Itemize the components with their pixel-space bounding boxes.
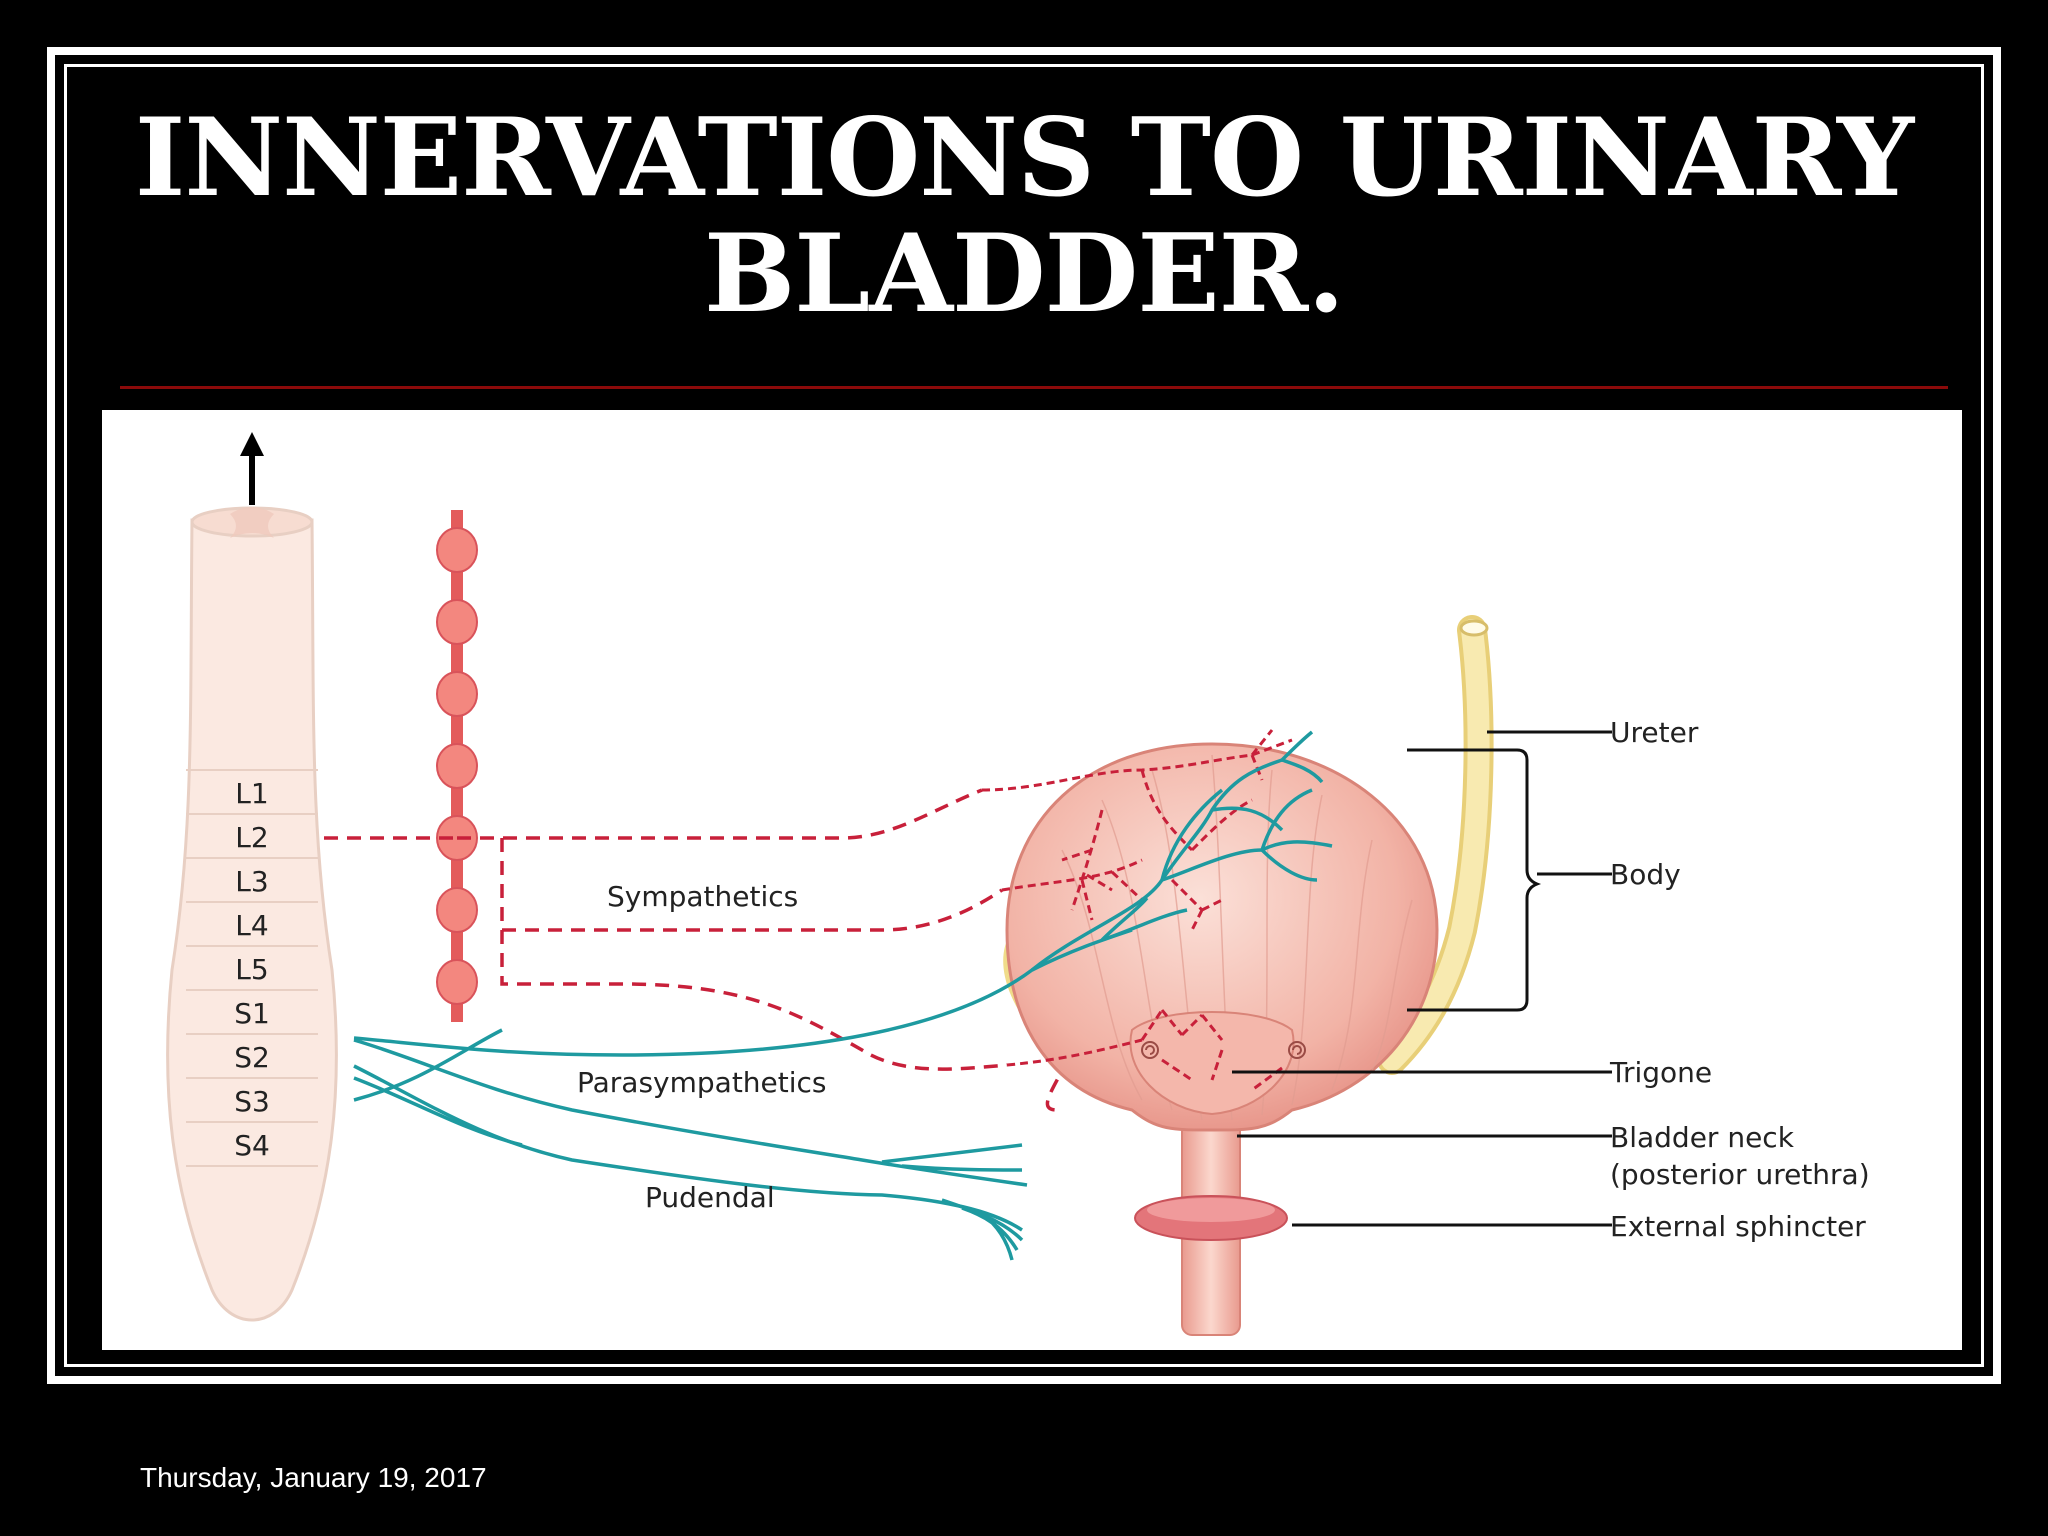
title-line-1: INNERVATIONS TO URINARY	[134, 95, 1914, 221]
ureteric-orifice-icon	[1141, 1041, 1306, 1059]
slide-frame-inner	[64, 64, 1984, 1367]
segment-label-l2: L2	[235, 821, 268, 854]
segment-label-s1: S1	[234, 997, 270, 1030]
sympathetic-bladder-branches	[981, 729, 1293, 1092]
parasympathetics-label: Parasympathetics	[577, 1066, 827, 1099]
segment-label-l4: L4	[235, 909, 268, 942]
parasympathetic-nerves	[353, 730, 1333, 1261]
spinal-cord	[166, 506, 338, 1322]
slide-frame-outer	[47, 47, 2001, 1384]
slide-title: INNERVATIONS TO URINARY BLADDER.	[100, 100, 1948, 332]
sympathetic-ganglion	[436, 671, 478, 717]
sympathetic-ganglion	[436, 959, 478, 1005]
ureter-label: Ureter	[1610, 716, 1699, 749]
up-arrow-icon	[240, 432, 264, 505]
title-line-2: BLADDER.	[704, 211, 1345, 337]
bladder	[1005, 742, 1439, 1132]
pudendal-label: Pudendal	[645, 1181, 775, 1214]
trigone-label: Trigone	[1609, 1056, 1712, 1089]
spinal-segment-dividers	[186, 769, 318, 1167]
segment-label-s3: S3	[234, 1085, 270, 1118]
body-label: Body	[1610, 858, 1681, 891]
leader-lines	[1232, 730, 1612, 1227]
segment-label-s2: S2	[234, 1041, 270, 1074]
segment-label-l1: L1	[235, 777, 268, 810]
sympathetic-ganglion	[436, 527, 478, 573]
slide-date: Thursday, January 19, 2017	[140, 1462, 487, 1493]
title-divider	[120, 386, 1948, 389]
sympathetic-ganglion	[436, 743, 478, 789]
sympathetic-chain	[436, 510, 478, 1022]
external-sphincter-label: External sphincter	[1610, 1210, 1866, 1243]
trigone-region	[1129, 1011, 1295, 1116]
sympathetic-ganglion	[436, 887, 478, 933]
segment-label-s4: S4	[234, 1129, 270, 1162]
sympathetic-ganglion	[436, 599, 478, 645]
segment-label-l3: L3	[235, 865, 268, 898]
body-bracket	[1407, 748, 1542, 1012]
sympathetics-label: Sympathetics	[607, 880, 798, 913]
bladder-neck-label: Bladder neck	[1610, 1121, 1795, 1154]
posterior-urethra-label: (posterior urethra)	[1610, 1158, 1870, 1191]
segment-label-l5: L5	[235, 953, 268, 986]
